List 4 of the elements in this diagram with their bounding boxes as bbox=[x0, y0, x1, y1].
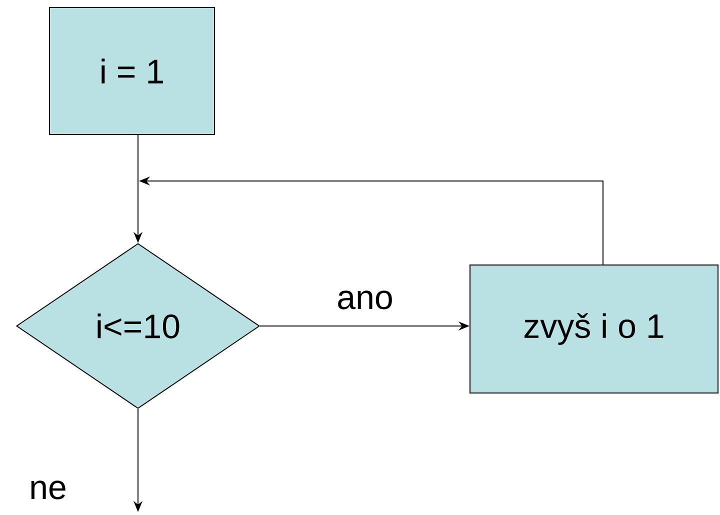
process-box: zvyš i o 1 bbox=[470, 264, 718, 394]
edge-label: ne bbox=[28, 480, 68, 500]
edge-label: ano bbox=[336, 290, 394, 310]
process-box: i = 1 bbox=[49, 7, 215, 135]
